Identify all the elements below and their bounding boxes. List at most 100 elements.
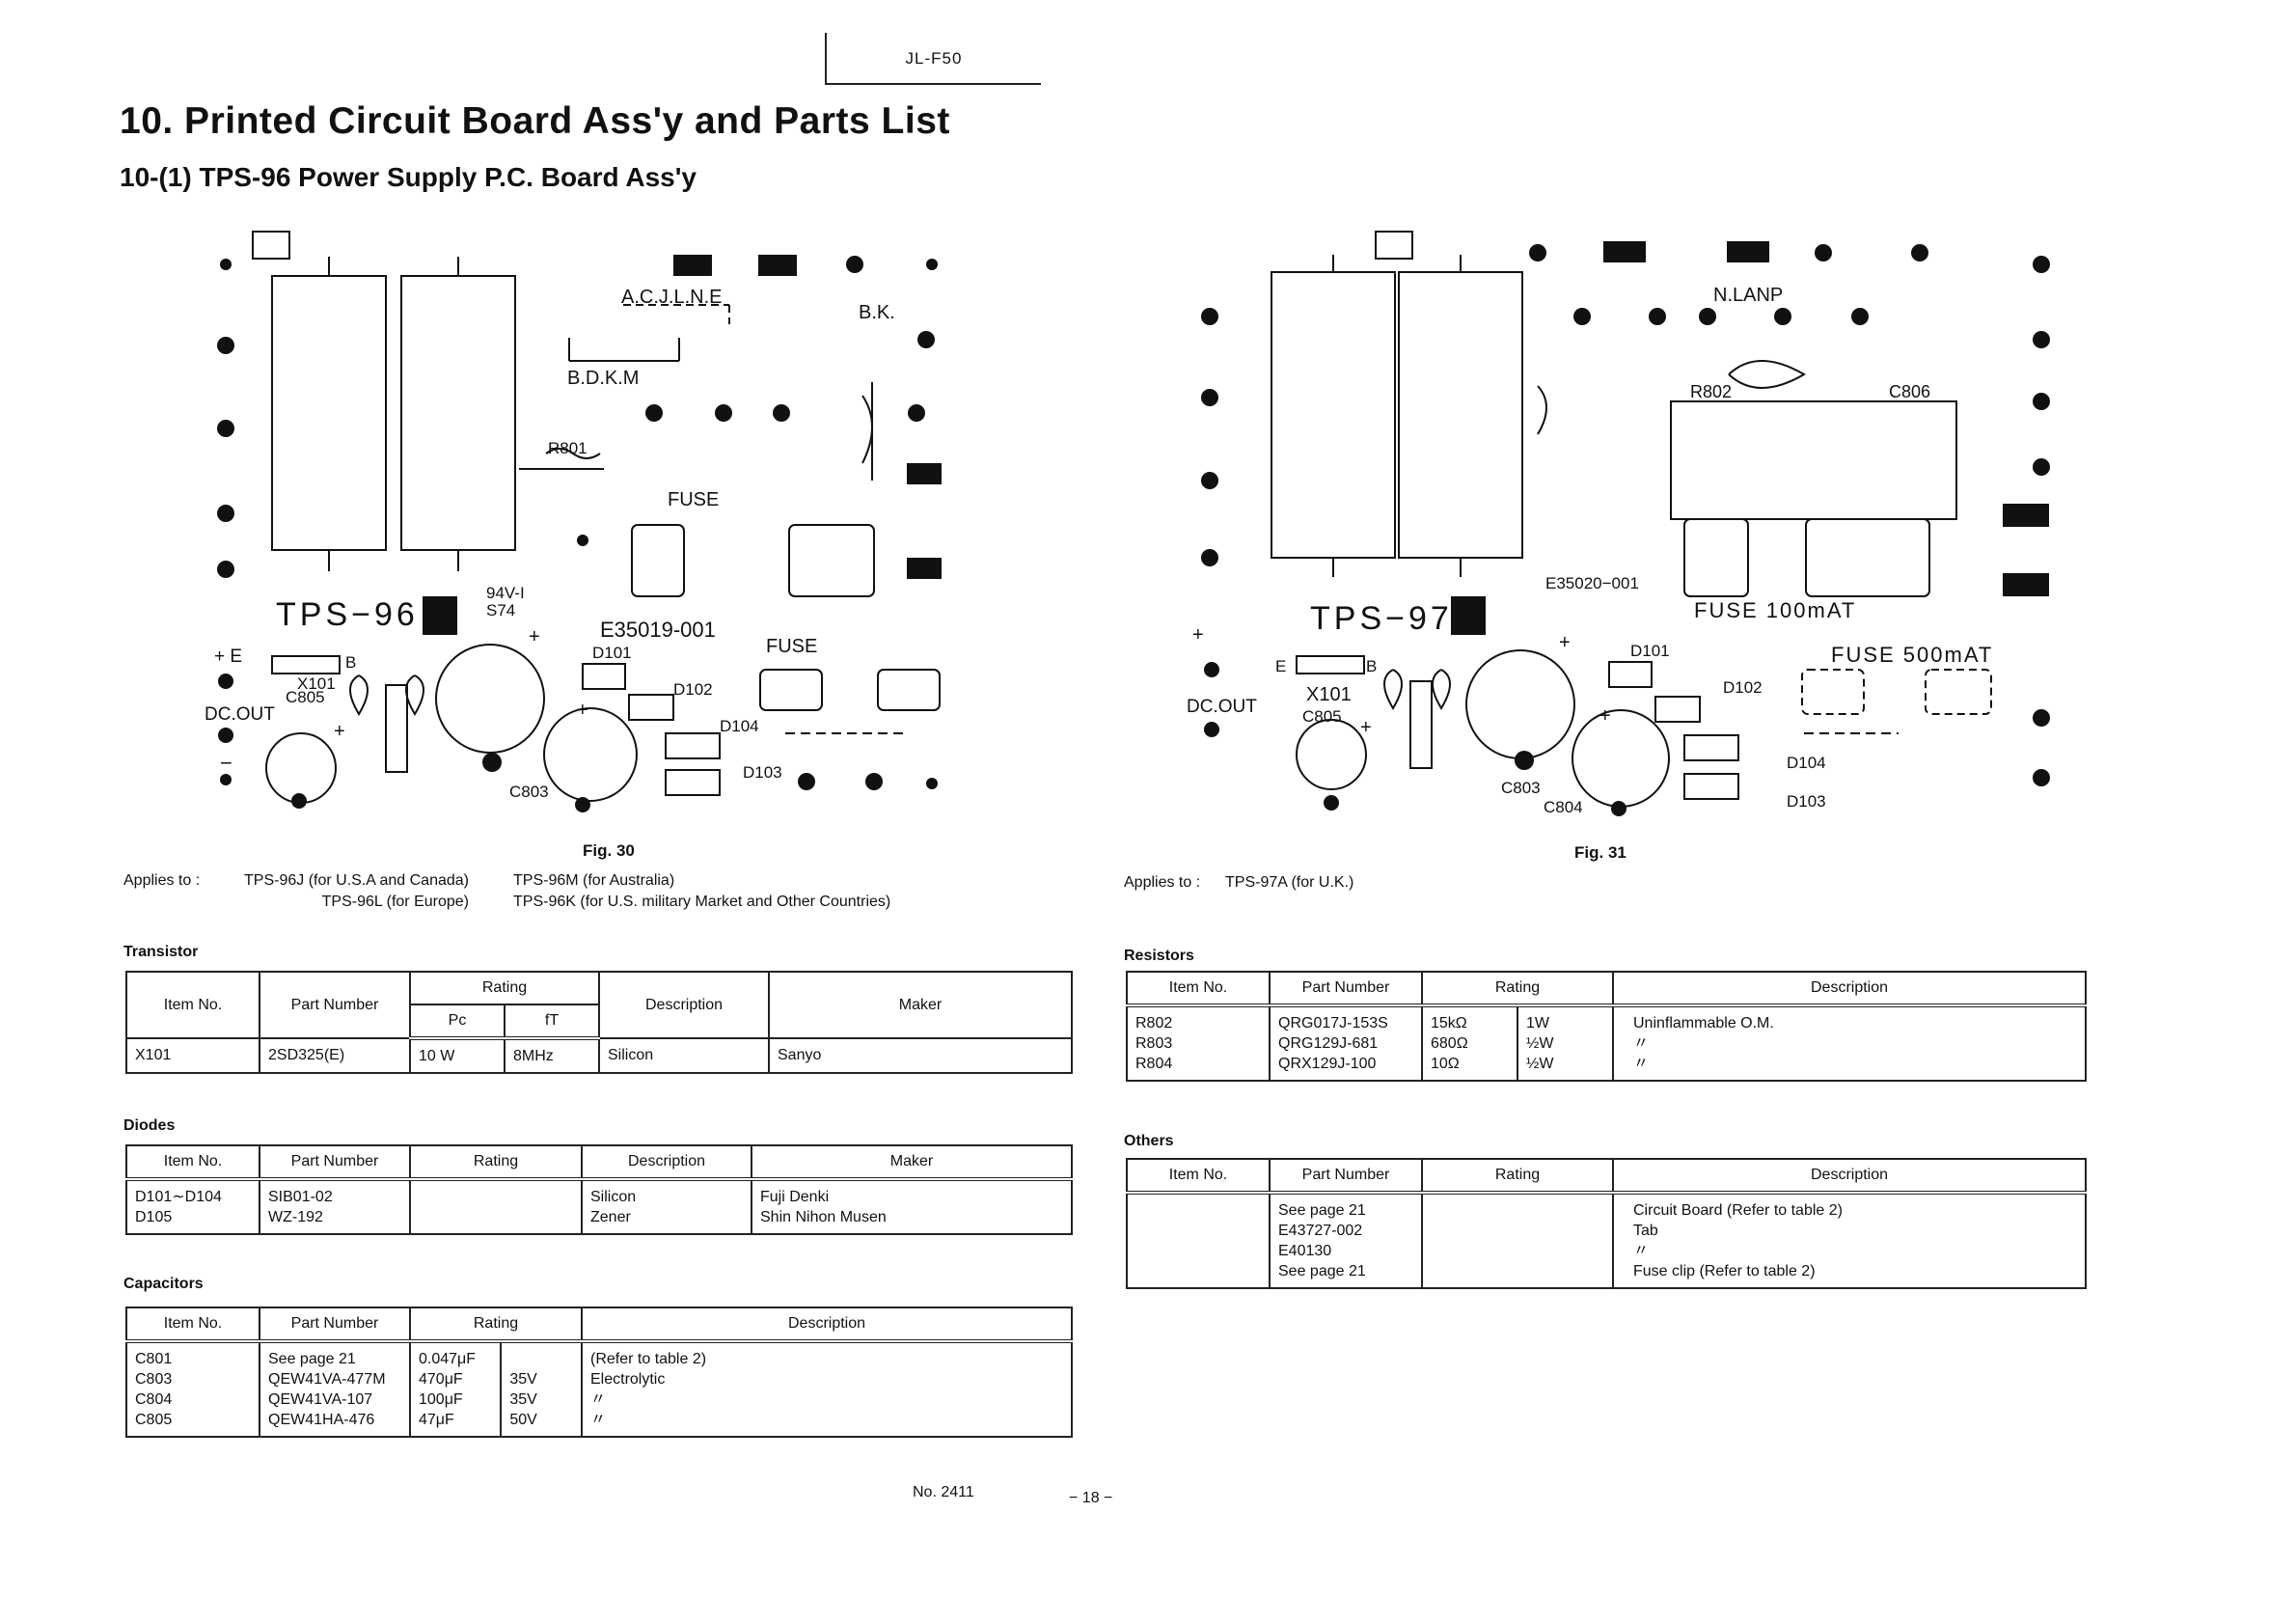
svg-text:D103: D103 <box>743 763 782 782</box>
applies-to-models-right: TPS-96M (for Australia) TPS-96K (for U.S… <box>513 872 891 910</box>
cell-capacitance: 0.047μF 470μF 100μF 47μF <box>408 1341 503 1438</box>
col-rating: Rating <box>1421 971 1614 1007</box>
svg-text:TPS−97: TPS−97 <box>1310 600 1453 637</box>
col-item-no: Item No. <box>125 1307 260 1343</box>
svg-text:+: + <box>1599 705 1611 727</box>
cell-desc: Uninflammable O.M. 〃 〃 <box>1612 1005 2087 1082</box>
cell-part: SIB01-02 WZ-192 <box>259 1179 411 1235</box>
svg-text:B: B <box>345 653 356 672</box>
svg-text:A.C.J.L.N.E: A.C.J.L.N.E <box>621 287 722 308</box>
svg-text:C804: C804 <box>1544 798 1583 816</box>
document-number: No. 2411 <box>913 1484 974 1500</box>
cell-item <box>1126 1193 1271 1289</box>
cell-rating <box>409 1179 583 1235</box>
model-number: JL-F50 <box>905 49 963 68</box>
svg-text:C803: C803 <box>1501 779 1541 797</box>
table-row: C801 C803 C804 C805 See page 21 QEW41VA-… <box>125 1341 1073 1438</box>
svg-text:S74: S74 <box>486 601 515 619</box>
capacitors-table: Item No. Part Number Rating Description … <box>125 1307 1073 1438</box>
cell-maker: Fuji Denki Shin Nihon Musen <box>751 1179 1073 1235</box>
svg-text:C805: C805 <box>1302 707 1342 726</box>
cell-desc: Silicon <box>598 1038 770 1074</box>
figure-30-caption: Fig. 30 <box>583 841 635 860</box>
transistor-table: Item No. Part Number Rating Description … <box>125 971 1073 1074</box>
others-section-title: Others <box>1124 1133 1174 1149</box>
svg-text:C805: C805 <box>286 688 325 706</box>
cell-maker: Sanyo <box>768 1038 1073 1074</box>
svg-text:DC.OUT: DC.OUT <box>205 704 275 725</box>
col-part-number: Part Number <box>259 971 411 1039</box>
cell-item: D101∼D104 D105 <box>125 1179 260 1235</box>
svg-text:E35019-001: E35019-001 <box>600 618 716 642</box>
resistors-table: Item No. Part Number Rating Description … <box>1126 971 2087 1082</box>
svg-text:E: E <box>1275 657 1286 675</box>
svg-text:N.LANP: N.LANP <box>1713 285 1783 306</box>
applies-to-label-tps97: Applies to : <box>1124 874 1201 891</box>
svg-text:−: − <box>220 751 232 775</box>
svg-text:B: B <box>1366 657 1377 675</box>
others-table: Item No. Part Number Rating Description … <box>1126 1158 2087 1289</box>
svg-text:94V-I: 94V-I <box>486 584 525 602</box>
col-maker: Maker <box>751 1144 1073 1181</box>
col-rating: Rating <box>409 1144 583 1181</box>
svg-text:C803: C803 <box>509 783 549 801</box>
col-ft: fT <box>504 1004 600 1040</box>
svg-text:B.D.K.M: B.D.K.M <box>567 368 639 389</box>
col-part-number: Part Number <box>259 1307 411 1343</box>
cell-voltage: 35V 35V 50V <box>500 1341 583 1438</box>
model-number-box: JL-F50 <box>825 33 1041 85</box>
svg-text:TPS−96: TPS−96 <box>276 596 419 633</box>
cell-rating <box>1421 1193 1614 1289</box>
svg-text:+: + <box>334 721 345 742</box>
col-item-no: Item No. <box>1126 1158 1271 1195</box>
svg-text:DC.OUT: DC.OUT <box>1187 697 1257 717</box>
col-description: Description <box>598 971 770 1039</box>
svg-text:+: + <box>1192 624 1204 646</box>
col-part-number: Part Number <box>1269 971 1423 1007</box>
svg-text:+: + <box>529 626 540 647</box>
cell-desc: Silicon Zener <box>581 1179 752 1235</box>
svg-text:FUSE 500mAT: FUSE 500mAT <box>1831 643 1993 667</box>
col-part-number: Part Number <box>259 1144 411 1181</box>
svg-text:D102: D102 <box>673 680 713 699</box>
capacitors-section-title: Capacitors <box>123 1276 204 1292</box>
svg-text:E35020−001: E35020−001 <box>1545 574 1639 592</box>
pcb-diagram-tps96: A.C.J.L.N.E B.D.K.M B.K. R801 FUSE FUSE … <box>205 231 942 812</box>
col-part-number: Part Number <box>1269 1158 1423 1195</box>
applies-to-models-left: TPS-96J (for U.S.A and Canada) TPS-96L (… <box>244 872 469 910</box>
svg-text:D102: D102 <box>1723 678 1763 697</box>
cell-part: See page 21 QEW41VA-477M QEW41VA-107 QEW… <box>259 1341 411 1438</box>
svg-text:+ E: + E <box>214 646 242 667</box>
svg-text:X101: X101 <box>297 674 336 693</box>
svg-text:D104: D104 <box>1787 754 1826 772</box>
col-description: Description <box>1612 971 2087 1007</box>
svg-text:R801: R801 <box>548 439 588 457</box>
svg-text:D103: D103 <box>1787 792 1826 811</box>
cell-part: QRG017J-153S QRG129J-681 QRX129J-100 <box>1269 1005 1423 1082</box>
col-item-no: Item No. <box>1126 971 1271 1007</box>
svg-text:R802: R802 <box>1690 382 1732 401</box>
col-description: Description <box>1612 1158 2087 1195</box>
col-pc: Pc <box>409 1004 506 1040</box>
cell-pc: 10 W <box>409 1038 506 1074</box>
col-description: Description <box>581 1307 1073 1343</box>
page-title: 10. Printed Circuit Board Ass'y and Part… <box>120 100 950 142</box>
diodes-section-title: Diodes <box>123 1117 176 1134</box>
svg-text:+: + <box>1360 717 1372 738</box>
table-row: X101 2SD325(E) 10 W 8MHz Silicon Sanyo <box>125 1038 1073 1074</box>
svg-text:D101: D101 <box>1630 642 1670 660</box>
svg-text:FUSE: FUSE <box>766 636 817 657</box>
cell-part: 2SD325(E) <box>259 1038 411 1074</box>
cell-desc: Circuit Board (Refer to table 2) Tab 〃 F… <box>1612 1193 2087 1289</box>
page-number: − 18 − <box>1069 1490 1113 1506</box>
transistor-section-title: Transistor <box>123 944 199 960</box>
figure-31-caption: Fig. 31 <box>1574 843 1626 862</box>
cell-item: R802 R803 R804 <box>1126 1005 1271 1082</box>
col-maker: Maker <box>768 971 1073 1039</box>
svg-text:+: + <box>1559 632 1571 653</box>
section-subtitle: 10-(1) TPS-96 Power Supply P.C. Board As… <box>120 162 697 192</box>
applies-to-label-left: Applies to : <box>123 872 201 889</box>
svg-text:FUSE 100mAT: FUSE 100mAT <box>1694 598 1856 622</box>
applies-to-model-tps97: TPS-97A (for U.K.) <box>1225 874 1354 891</box>
col-item-no: Item No. <box>125 971 260 1039</box>
